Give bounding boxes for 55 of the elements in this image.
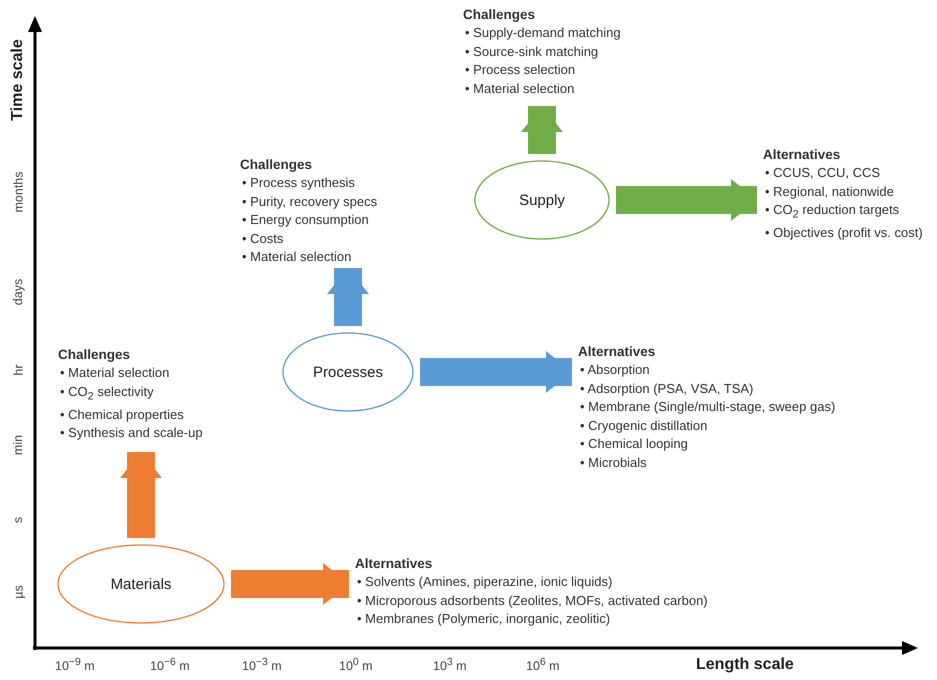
bullet-item: • Energy consumption xyxy=(242,211,370,229)
bullet-item: • Chemical looping xyxy=(580,435,689,453)
bullet-item: • Material selection xyxy=(242,248,352,266)
bullet-item: • Material selection xyxy=(465,80,576,98)
tick-label: 10$^{−3}$ m xyxy=(242,657,282,674)
bullet-item: • Membranes (Polymeric, inorganic, zeolitic) xyxy=(357,610,612,628)
bullet-item: • Process selection xyxy=(465,61,576,79)
axis-title: Length scale xyxy=(696,656,794,674)
tick-label: 10$^{0}$ m xyxy=(339,657,373,674)
tick-label: min xyxy=(11,434,26,456)
bullet-item: • Objectives (profit vs. cost) xyxy=(765,224,924,242)
tick-label: days xyxy=(11,278,26,306)
block-arrow xyxy=(327,268,369,326)
block-arrow xyxy=(420,351,572,393)
block-arrow xyxy=(521,106,563,154)
heading: Alternatives xyxy=(355,555,434,573)
bullet-item: • Regional, nationwide xyxy=(765,182,895,201)
heading: Alternatives xyxy=(763,146,842,164)
block-arrow xyxy=(120,452,162,538)
node-label: Materials xyxy=(110,576,172,592)
tick-label: 10$^{−6}$ m xyxy=(150,657,190,674)
bullet-item: • Microbials xyxy=(580,454,648,472)
bullet-item: • Supply-demand matching xyxy=(465,24,622,42)
tick-label: 10$^{6}$ m xyxy=(526,657,560,674)
bullet-item: • Synthesis and scale-up xyxy=(60,424,204,442)
tick-label: µs xyxy=(11,585,26,599)
bullet-item: • Process synthesis xyxy=(242,174,356,192)
block-arrow xyxy=(231,563,349,605)
node-label: Processes xyxy=(312,364,384,380)
bullet-item: • Cryogenic distillation xyxy=(580,416,708,435)
bullet-item: • Purity, recovery specs xyxy=(242,192,378,211)
block-arrow xyxy=(616,179,757,221)
bullet-item: • Material selection xyxy=(60,364,170,382)
tick-label: hr xyxy=(11,364,26,376)
node-label: Supply xyxy=(519,192,565,208)
heading: Challenges xyxy=(240,156,314,174)
bullet-item: • Absorption xyxy=(580,361,651,379)
tick-label: 10$^{−9}$ m xyxy=(55,657,95,674)
tick-label: 10$^{3}$ m xyxy=(433,657,467,674)
tick-label: months xyxy=(11,172,25,212)
bullet-item: • Solvents (Amines, piperazine, ionic liquids) xyxy=(357,573,614,591)
bullet-item: • Chemical properties xyxy=(60,406,185,424)
bullet-item: • Adsorption (PSA, VSA, TSA) xyxy=(580,380,754,398)
bullet-item: • CCUS, CCU, CCS xyxy=(765,164,882,182)
bullet-item: • Costs xyxy=(242,230,284,248)
bullet-item: • Microporous adsorbents (Zeolites, MOFs, activated carbon) xyxy=(357,592,709,610)
tick-label: s xyxy=(11,516,26,524)
bullet-item: • Source-sink matching xyxy=(465,42,600,61)
axis-title: Time scale xyxy=(8,39,27,121)
heading: Challenges xyxy=(463,6,536,24)
heading: Challenges xyxy=(58,346,132,364)
heading: Alternatives xyxy=(578,343,656,361)
bullet-item: • CO$_{2}$ reduction targets xyxy=(765,201,900,223)
bullet-item: • Membrane (Single/multi-stage, sweep gas) xyxy=(580,398,836,416)
bullet-item: • CO$_{2}$ selectivity xyxy=(60,382,155,404)
